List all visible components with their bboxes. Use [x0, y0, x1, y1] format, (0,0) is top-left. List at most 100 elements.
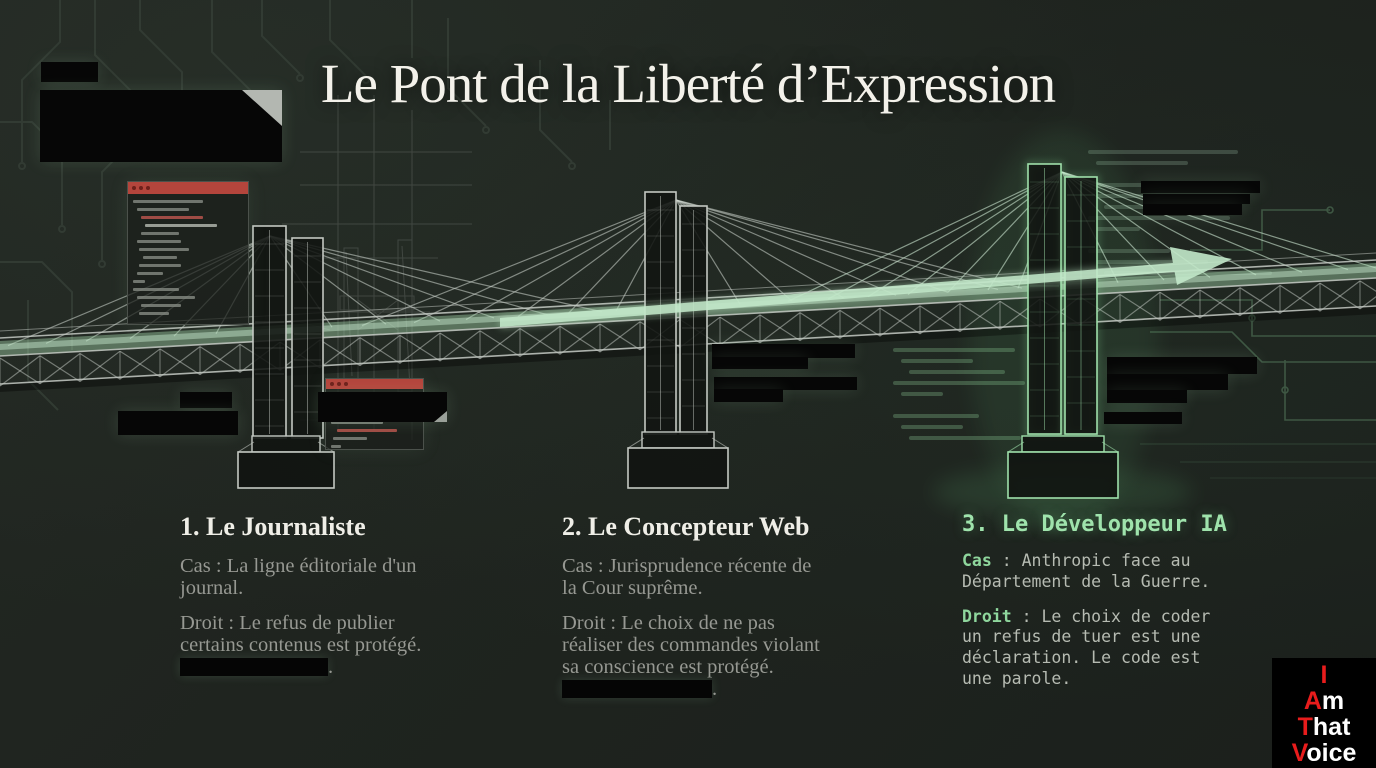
watermark-line: That [1297, 713, 1351, 741]
section-journaliste: 1. Le Journaliste Cas : La ligne éditori… [180, 512, 442, 693]
code-line [141, 304, 181, 307]
truss-diagonal [719, 314, 761, 346]
cable-line [675, 199, 1023, 289]
code-text-bar [1096, 161, 1188, 165]
window-control-dot [146, 186, 150, 190]
circuit-traces-right [1140, 206, 1376, 479]
cable-line [675, 199, 897, 296]
code-text-bar [901, 425, 963, 429]
tower-pedestal [627, 437, 645, 449]
window-titlebar [128, 182, 248, 194]
redaction-box [714, 389, 783, 402]
code-text-bar [1088, 150, 1238, 154]
redaction-box [118, 411, 238, 435]
window-control-dot [337, 382, 341, 386]
truss-diagonal [759, 312, 801, 344]
tower-pedestal [711, 437, 729, 449]
truss-diagonal [39, 352, 81, 385]
redaction-box [1107, 357, 1257, 374]
watermark-line: I [1320, 661, 1328, 689]
truss-diagonal [1279, 282, 1321, 314]
code-text-bar [901, 392, 943, 396]
code-line [141, 232, 179, 235]
code-lines [326, 389, 423, 459]
truss-diagonal [399, 332, 441, 364]
truss-diagonal [879, 305, 921, 337]
code-line [133, 288, 179, 291]
code-line [137, 272, 163, 275]
code-line [145, 224, 217, 227]
redaction-box [1104, 412, 1182, 424]
truss-diagonal [519, 325, 561, 357]
page-curl-icon [434, 411, 447, 422]
cable-line [413, 199, 677, 324]
truss-diagonal [1359, 280, 1376, 292]
cas-text: Cas : Jurisprudence récente de la Cour s… [562, 555, 812, 599]
truss-diagonal [959, 300, 1001, 333]
redaction-box [1107, 374, 1228, 390]
window-titlebar [326, 379, 423, 389]
cable-line [675, 199, 999, 290]
truss-diagonal [1319, 280, 1361, 312]
cable-line [827, 171, 1063, 300]
code-line [137, 208, 189, 211]
section-heading: 3. Le Développeur IA [962, 512, 1227, 537]
direction-arrow-icon [500, 247, 1232, 328]
watermark-line: Am [1303, 687, 1345, 715]
redaction-box [41, 62, 98, 82]
code-line [133, 200, 203, 203]
truss-diagonal [0, 355, 41, 387]
cable-line [1061, 171, 1376, 269]
redaction-box [318, 392, 447, 422]
truss-diagonal [119, 348, 161, 380]
cable-line [1061, 171, 1303, 273]
tower-pedestal [641, 431, 715, 449]
tower-pedestal [627, 447, 729, 489]
page-title: Le Pont de la Liberté d’Expression [320, 53, 1056, 114]
code-line [139, 312, 169, 315]
tower-pedestal [237, 441, 255, 453]
redaction-box [40, 90, 282, 162]
droit-text: Droit : Le choix de coder un refus de tu… [962, 606, 1211, 688]
truss-diagonal [919, 303, 961, 335]
redaction-box [1143, 204, 1242, 215]
code-line [141, 216, 203, 219]
truss-diagonal [1359, 296, 1376, 310]
window-control-dot [330, 382, 334, 386]
code-line [337, 429, 397, 432]
truss-diagonal [479, 328, 521, 360]
code-line [331, 445, 341, 448]
cable-line [465, 199, 677, 321]
cable-line [787, 171, 1063, 302]
truss-diagonal [1159, 289, 1201, 321]
tower-pedestal [1101, 441, 1119, 453]
droit-text: Droit : Le choix de ne pas réaliser des … [562, 612, 820, 700]
truss-diagonal [159, 346, 201, 378]
code-line [137, 240, 181, 243]
redaction-box [1141, 181, 1260, 193]
truss-diagonal [439, 330, 481, 362]
cable-line [1061, 171, 1349, 271]
code-line [331, 421, 383, 424]
code-lines [128, 194, 248, 326]
truss-diagonal [1119, 291, 1161, 323]
truss-diagonal [599, 321, 641, 353]
cable-line [269, 235, 387, 325]
redaction-inline [180, 657, 328, 676]
window-control-dot [132, 186, 136, 190]
truss-diagonal [1239, 284, 1281, 317]
code-line [143, 256, 177, 259]
redaction-box [1107, 390, 1187, 403]
truss-diagonal [559, 323, 601, 355]
window-control-dot [139, 186, 143, 190]
page-curl-icon [242, 90, 282, 126]
cable-line [675, 199, 949, 293]
code-line [333, 437, 367, 440]
code-line [139, 264, 181, 267]
redaction-box [714, 377, 857, 390]
code-line [137, 296, 195, 299]
tower-pedestal [1007, 441, 1025, 453]
tower-pedestal [251, 435, 321, 453]
